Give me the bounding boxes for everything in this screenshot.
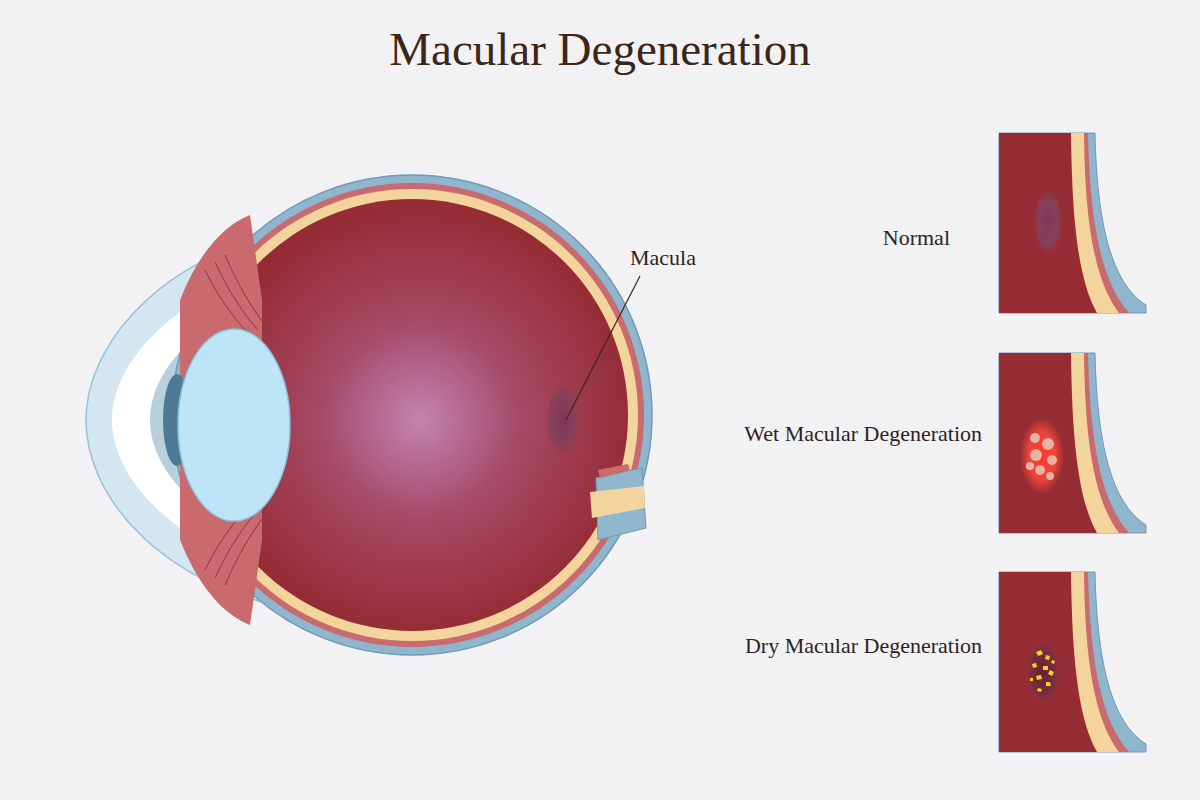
optic-nerve-core: [590, 486, 645, 518]
wet-macula: [1020, 418, 1064, 494]
dry-inset: [999, 572, 1146, 752]
lens: [178, 329, 290, 521]
drusen: [1030, 650, 1055, 692]
sclera: [172, 175, 652, 655]
part-label: Macula: [630, 245, 696, 271]
inset-label: Dry Macular Degeneration: [745, 633, 982, 659]
wet-inset: [999, 353, 1146, 533]
leader-line: [566, 276, 640, 420]
normal-macula: [1033, 190, 1063, 254]
normal-inset: [999, 133, 1146, 313]
inset-label: Normal: [883, 225, 950, 251]
wet-spots: [1026, 433, 1057, 480]
dry-macula: [1026, 640, 1060, 704]
optic-nerve-sheath: [598, 464, 630, 478]
macula-spot: [546, 384, 580, 456]
inset-label: Wet Macular Degeneration: [744, 421, 982, 447]
diagram-title: Macular Degeneration: [0, 22, 1200, 76]
